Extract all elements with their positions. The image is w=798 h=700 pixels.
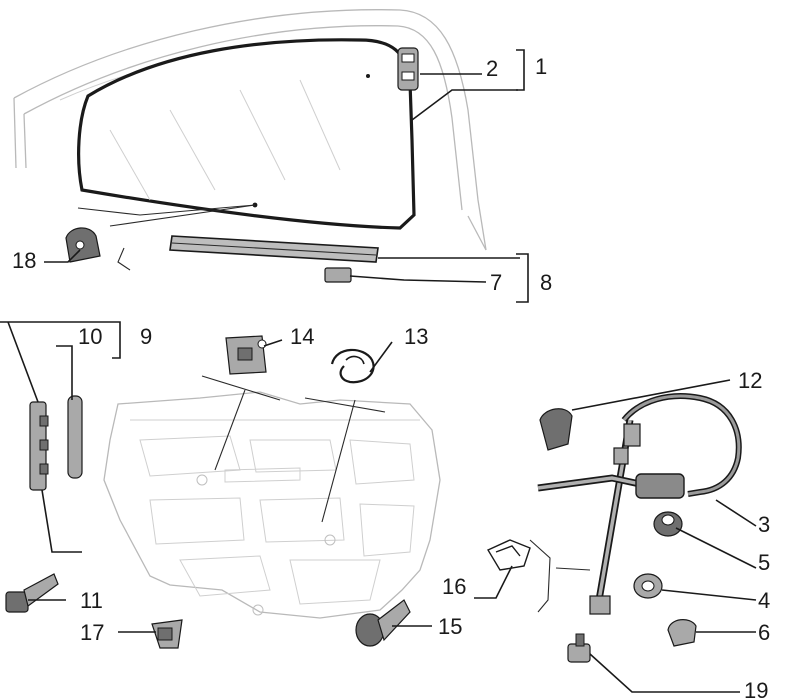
window-regulator-part-3 [537, 393, 742, 615]
callout-18: 18 [12, 248, 36, 273]
screw-part-15 [355, 599, 411, 647]
callout-3: 3 [758, 512, 770, 537]
bracket-part-12 [539, 408, 573, 451]
callout-7: 7 [490, 270, 502, 295]
callout-5: 5 [758, 550, 770, 575]
glass-clip-part-2 [397, 47, 419, 91]
door-glass [77, 38, 416, 230]
bumper-part-18 [65, 227, 101, 263]
callout-8: 8 [540, 270, 552, 295]
cap-part-6 [667, 619, 697, 647]
glass-guide-lines [77, 204, 487, 271]
stud-part-19 [567, 633, 591, 663]
panel-pointer-lines [201, 375, 386, 523]
clip-nut-part-17 [151, 619, 183, 649]
callout-11: 11 [80, 588, 103, 613]
clip-part-16 [486, 539, 531, 571]
leader-lines [0, 49, 757, 693]
callout-2: 2 [486, 56, 498, 81]
callout-12: 12 [738, 368, 762, 393]
callout-10: 10 [78, 324, 102, 349]
callout-17: 17 [80, 620, 104, 645]
grommet-part-4 [633, 573, 663, 599]
callout-1: 1 [535, 54, 547, 79]
callout-6: 6 [758, 620, 770, 645]
regulator-bracket-lines [529, 539, 591, 613]
channel-clip-part-7 [324, 267, 352, 283]
callout-4: 4 [758, 588, 770, 613]
weatherstrip-part-10 [67, 395, 83, 479]
weatherstrip-part-9 [29, 401, 49, 491]
bolt-part-11 [5, 573, 59, 613]
callout-19: 19 [744, 678, 768, 700]
callout-labels: 1 2 3 4 5 6 7 8 9 10 11 12 13 14 15 16 1… [12, 54, 770, 700]
clip-part-13 [330, 348, 375, 384]
callout-15: 15 [438, 614, 462, 639]
callout-14: 14 [290, 324, 314, 349]
glass-channel-part-8 [169, 235, 379, 263]
clip-part-14 [225, 335, 267, 375]
callout-9: 9 [140, 324, 152, 349]
nut-part-5 [653, 511, 683, 537]
callout-13: 13 [404, 324, 428, 349]
inner-door-panel [103, 391, 441, 619]
callout-16: 16 [442, 574, 466, 599]
